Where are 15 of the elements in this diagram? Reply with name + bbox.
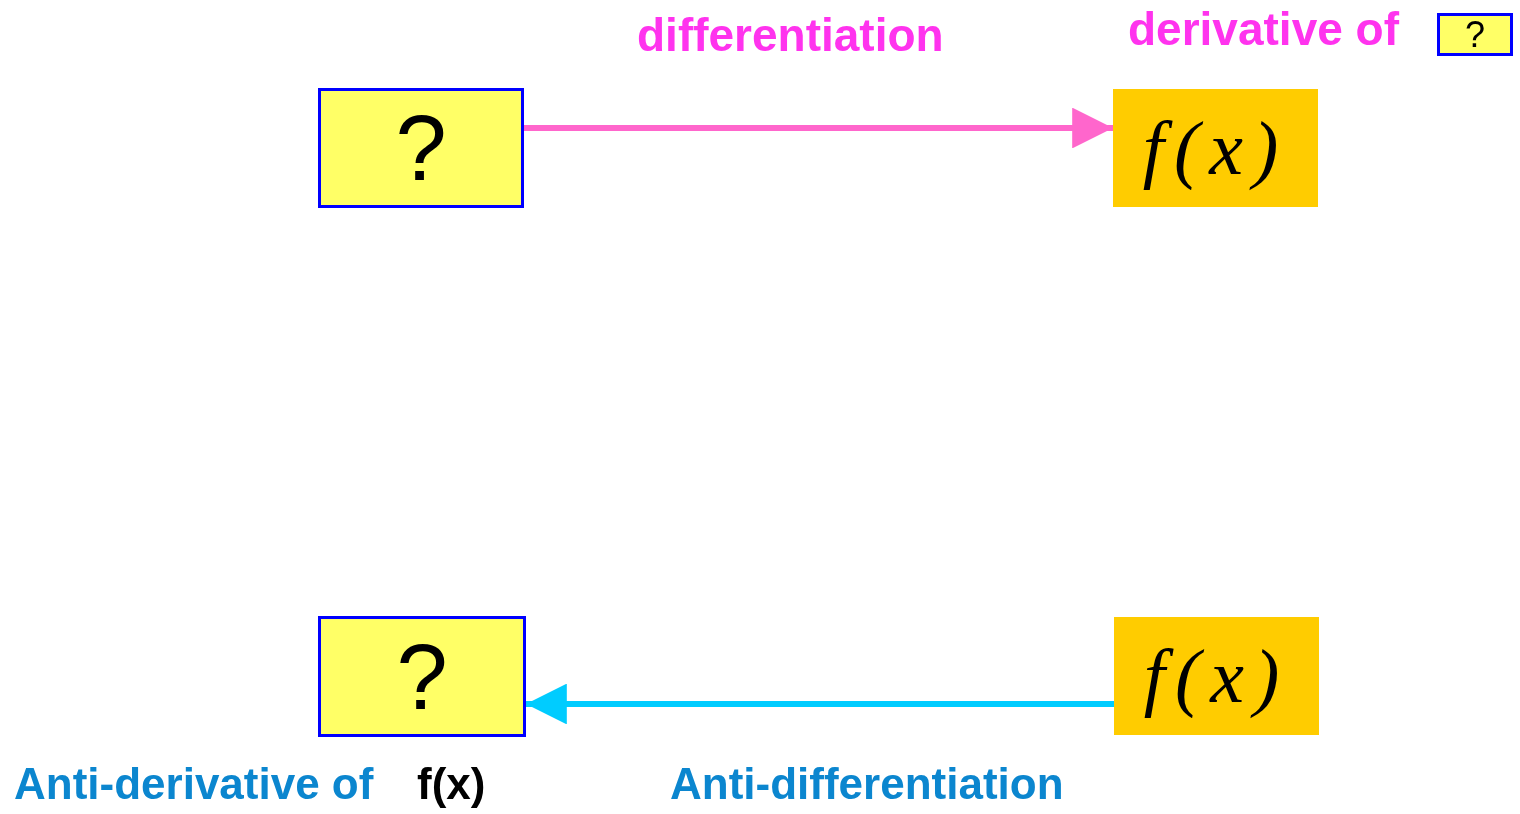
question-mark-text: ? xyxy=(396,630,448,723)
question-box xyxy=(1437,13,1513,56)
question-box xyxy=(318,88,524,208)
edge-label: differentiation xyxy=(637,10,944,61)
edge-label: Anti-differentiation xyxy=(670,760,1064,809)
function-box xyxy=(1113,89,1318,207)
function-box xyxy=(1114,617,1319,735)
arrow xyxy=(526,683,1114,725)
caption-text: derivative of xyxy=(1128,4,1399,55)
arrow xyxy=(524,107,1113,149)
question-mark-text: ? xyxy=(1465,16,1485,53)
caption-text: Anti-derivative of xyxy=(14,760,374,809)
caption-text: f(x) xyxy=(417,760,486,809)
question-mark-text: ? xyxy=(395,102,447,194)
question-box xyxy=(318,616,526,737)
